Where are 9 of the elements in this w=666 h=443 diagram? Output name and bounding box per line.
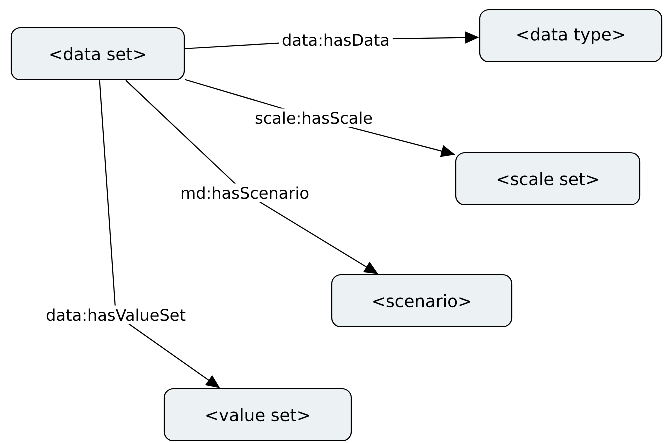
edge-label: md:hasScenario xyxy=(178,184,312,202)
concept-box: <value set> xyxy=(164,388,352,442)
concept-box: <data set> xyxy=(10,27,186,81)
concept-box: <data type> xyxy=(479,9,663,63)
edge-label: data:hasData xyxy=(279,30,393,50)
concept-box: <scale set> xyxy=(455,152,641,206)
edge-label: scale:hasScale xyxy=(252,108,376,128)
edge-label: data:hasValueSet xyxy=(43,306,189,324)
concept-box: <scenario> xyxy=(331,274,513,328)
